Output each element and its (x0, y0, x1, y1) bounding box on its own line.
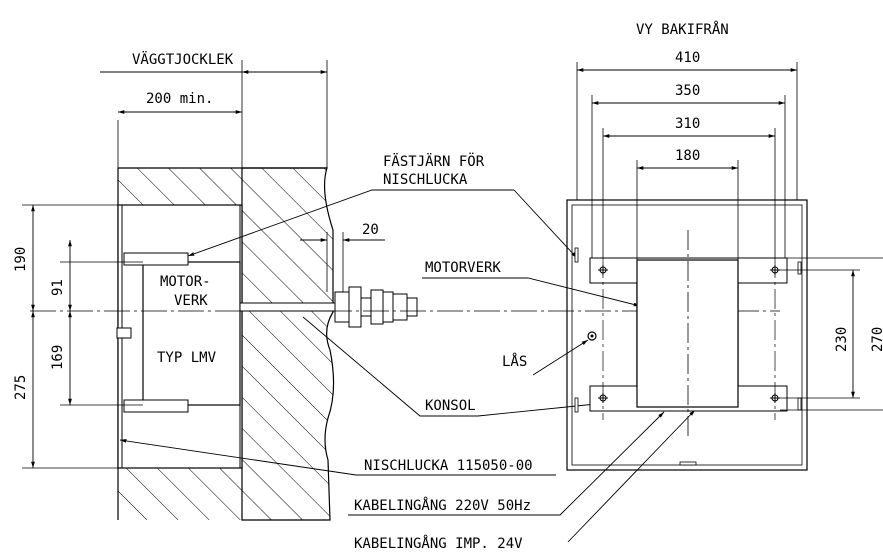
dim-230: 230 (834, 327, 850, 352)
dim-20: 20 (362, 222, 379, 238)
dim-350: 350 (675, 83, 700, 99)
section-view (30, 167, 780, 521)
back-top-dims (576, 62, 798, 260)
dim-180: 180 (675, 148, 700, 164)
latch (116, 327, 132, 339)
motor-label-1: MOTOR- (160, 274, 211, 290)
wall-thickness-label: VÄGGTJOCKLEK (132, 50, 234, 68)
dim-310: 310 (675, 116, 700, 132)
bracket-label-1: FÄSTJÄRN FÖR (383, 152, 485, 170)
type-label: TYP LMV (157, 350, 217, 366)
console-label: KONSOL (425, 398, 476, 414)
coupling (334, 286, 418, 328)
wall-hatch (241, 167, 335, 521)
dim-91: 91 (50, 279, 66, 296)
back-view: VY BAKIFRÅN (566, 21, 808, 471)
back-panel (566, 199, 808, 471)
wall-bottom-hatch (118, 468, 242, 520)
shaft (239, 302, 336, 312)
view-back-title: VY BAKIFRÅN (636, 21, 729, 38)
lower-bracket (123, 399, 189, 413)
lock-icon (587, 331, 597, 341)
bracket-label-2: NISCHLUCKA (383, 172, 468, 188)
min-200-label: 200 min. (146, 91, 213, 107)
dim-20-lines (300, 232, 385, 292)
motor-label-2: VERK (174, 293, 208, 309)
motorverk-label: MOTORVERK (425, 260, 501, 276)
niche-box (117, 204, 243, 469)
dim-169: 169 (50, 345, 66, 370)
dim-190: 190 (13, 247, 29, 272)
dim-270: 270 (870, 327, 883, 352)
motor-box (142, 261, 241, 406)
left-vertical-dims (22, 204, 143, 469)
dim-275: 275 (13, 375, 29, 400)
cable-24-label: KABELINGÅNG IMP. 24V (354, 535, 523, 552)
upper-bracket (123, 252, 189, 266)
back-right-dims (780, 257, 883, 411)
hatch-label: NISCHLUCKA 115050-00 (364, 458, 533, 474)
dim-410: 410 (675, 50, 700, 66)
wall-dimension (100, 60, 328, 205)
wall-top-hatch (118, 168, 242, 205)
lock-label: LÅS (502, 353, 527, 370)
cable-220-label: KABELINGÅNG 220V 50Hz (354, 497, 531, 514)
